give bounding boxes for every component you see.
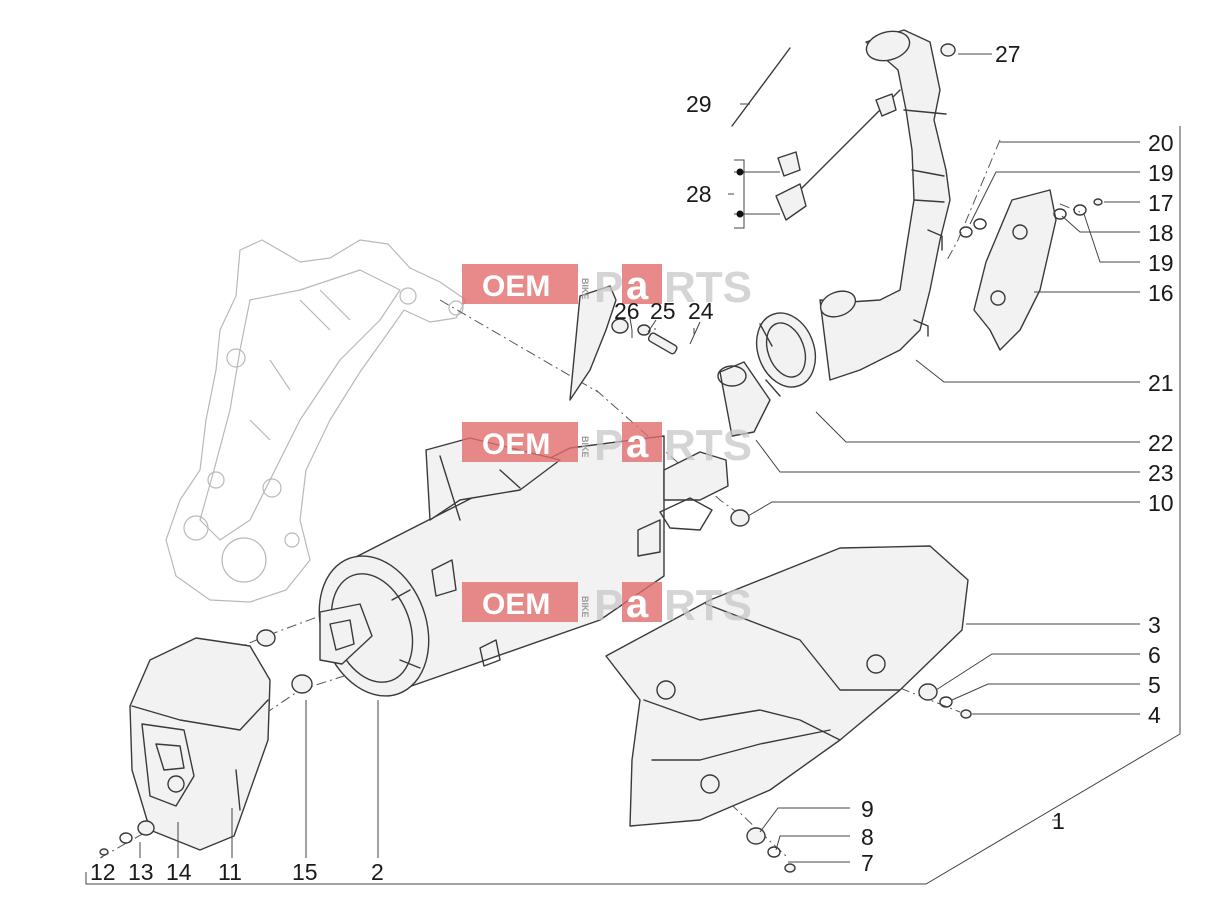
watermark-rts-text: RTS	[664, 581, 752, 630]
callout-14: 14	[166, 859, 192, 885]
callout-1: 1	[1052, 808, 1065, 834]
heat-shield-muffler	[605, 545, 969, 827]
callout-5: 5	[1148, 672, 1161, 698]
assembly-line	[945, 139, 1001, 263]
watermark: OEM BIKE P a RTS	[462, 581, 752, 630]
watermark-a-text: a	[626, 422, 649, 466]
watermark-p-text: P	[594, 263, 623, 312]
callout-labels: 1 2 3 4 5 6 7 8 9 10 11 12 13 14 15 16 1…	[90, 41, 1174, 885]
bullet-marker	[736, 210, 744, 218]
callout-12: 12	[90, 859, 116, 885]
watermark-bike-text: BIKE	[580, 436, 590, 458]
watermark-rts-text: RTS	[664, 421, 752, 470]
watermark-rts-text: RTS	[664, 263, 752, 312]
callout-22: 22	[1148, 430, 1174, 456]
sleeve	[717, 361, 771, 437]
frame-bracket-ghost	[165, 239, 467, 603]
watermark-oem-text: OEM	[482, 270, 550, 303]
assembly-line	[1059, 203, 1081, 213]
cable-tie	[731, 47, 791, 127]
callout-4: 4	[1148, 702, 1161, 728]
callout-16: 16	[1148, 280, 1174, 306]
callout-9: 9	[861, 796, 874, 822]
header-pipe	[819, 29, 951, 381]
callout-26: 26	[614, 298, 640, 324]
callout-19-lower: 19	[1148, 250, 1174, 276]
end-cap	[129, 637, 271, 851]
watermark-p-text: P	[594, 581, 623, 630]
callout-18: 18	[1148, 220, 1174, 246]
callout-2: 2	[371, 859, 384, 885]
watermark-oem-text: OEM	[482, 588, 550, 621]
callout-19-upper: 19	[1148, 160, 1174, 186]
muffler	[318, 285, 729, 697]
callout-29: 29	[686, 91, 712, 117]
callout-21: 21	[1148, 370, 1174, 396]
callout-23: 23	[1148, 460, 1174, 486]
callout-8: 8	[861, 824, 874, 850]
callout-20: 20	[1148, 130, 1174, 156]
bullet-marker	[736, 168, 744, 176]
watermark: OEM BIKE P a RTS	[462, 263, 752, 312]
watermark-bike-text: BIKE	[580, 278, 590, 300]
lambda-sensor	[775, 89, 901, 221]
callout-28: 28	[686, 181, 712, 207]
callout-15: 15	[292, 859, 318, 885]
callout-27: 27	[995, 41, 1021, 67]
watermark-a-text: a	[626, 582, 649, 626]
clamp	[755, 312, 817, 397]
leader-lines	[85, 53, 1181, 885]
callout-10: 10	[1148, 490, 1174, 516]
watermark-oem-text: OEM	[482, 428, 550, 461]
fasteners	[99, 43, 1103, 873]
callout-24: 24	[688, 298, 714, 324]
callout-13: 13	[128, 859, 154, 885]
callout-17: 17	[1148, 190, 1174, 216]
callout-25: 25	[650, 298, 676, 324]
watermark-a-text: a	[626, 264, 649, 308]
watermark: OEM BIKE P a RTS	[462, 421, 752, 470]
callout-3: 3	[1148, 612, 1161, 638]
callout-6: 6	[1148, 642, 1161, 668]
heat-shield-pipe	[973, 189, 1057, 351]
watermark-bike-text: BIKE	[580, 596, 590, 618]
callout-11: 11	[218, 859, 242, 885]
callout-7: 7	[861, 850, 874, 876]
watermark-p-text: P	[594, 421, 623, 470]
